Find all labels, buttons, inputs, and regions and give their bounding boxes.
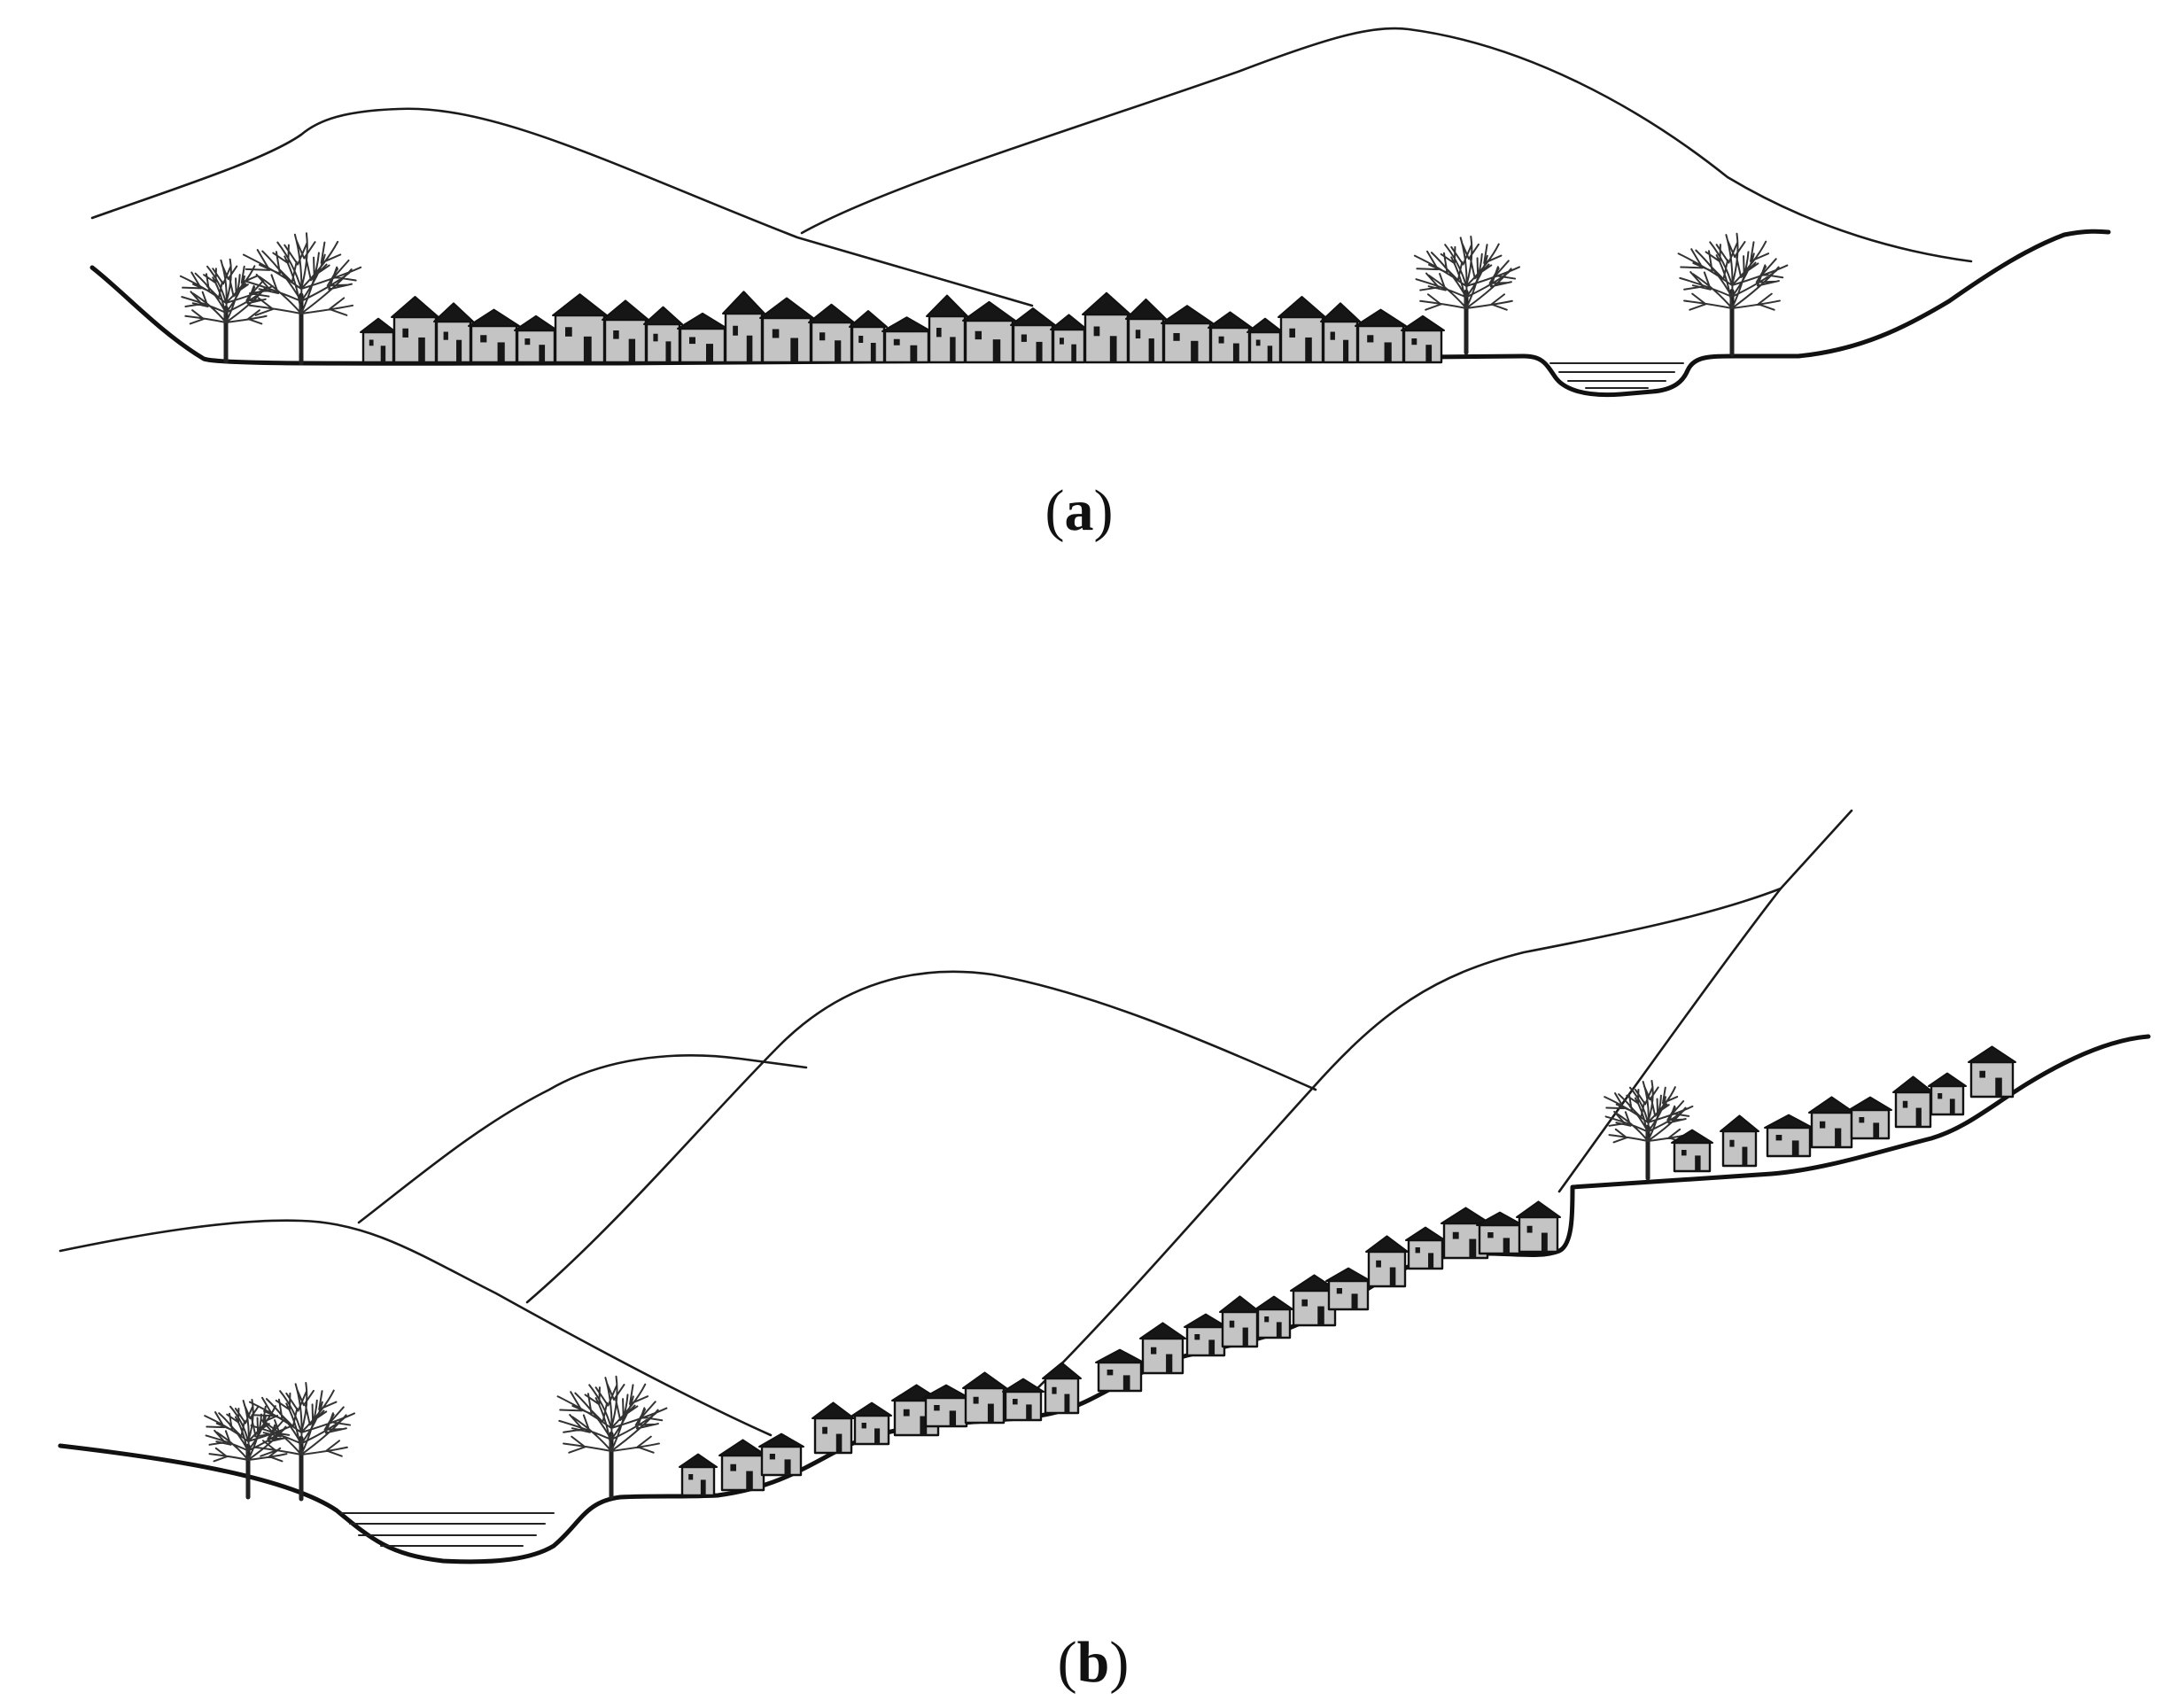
house-a-22 — [1208, 311, 1253, 364]
tree-a-3 — [1413, 236, 1520, 355]
house-b-23 — [1671, 1129, 1713, 1173]
house-b-21 — [1476, 1211, 1524, 1255]
panel-b-village — [679, 1045, 2016, 1497]
panel-b-hill-front-left — [58, 1219, 773, 1437]
tree-b-4 — [1604, 1079, 1694, 1181]
house-a-16 — [962, 300, 1016, 364]
house-a-3 — [433, 302, 474, 364]
panel-b-hill-center — [525, 970, 1317, 1304]
house-b-17 — [1325, 1267, 1371, 1311]
house-a-15 — [926, 294, 968, 364]
tree-a-4 — [1677, 232, 1789, 357]
panel-b-caption: (b) — [1058, 1630, 1130, 1695]
house-a-20 — [1125, 298, 1167, 364]
house-a-13 — [849, 310, 888, 364]
house-b-12 — [1139, 1322, 1186, 1375]
house-a-21 — [1161, 305, 1214, 364]
house-a-10 — [722, 291, 765, 364]
panel-b-hill-back-left — [357, 1054, 808, 1224]
house-a-6 — [552, 293, 608, 364]
house-b-19 — [1405, 1226, 1446, 1270]
house-b-29 — [1928, 1072, 1967, 1116]
panel-a-right-hill — [800, 27, 1973, 263]
house-b-27 — [1848, 1096, 1892, 1140]
house-a-2 — [391, 296, 439, 364]
house-a-12 — [808, 303, 855, 364]
house-b-10 — [1042, 1362, 1082, 1415]
house-b-28 — [1892, 1075, 1934, 1129]
tree-a-1 — [179, 258, 274, 364]
house-a-5 — [514, 314, 558, 364]
panel-a-ground — [89, 229, 2111, 398]
house-b-11 — [1095, 1348, 1145, 1393]
house-b-8 — [962, 1371, 1007, 1425]
panel-b-slope-line — [1557, 887, 1782, 1193]
house-a-14 — [881, 316, 932, 364]
panel-b-river — [340, 1512, 555, 1547]
panel-a-left-hill — [90, 107, 1034, 307]
house-b-26 — [1808, 1096, 1855, 1149]
house-a-24 — [1278, 296, 1326, 364]
house-b-24 — [1720, 1114, 1759, 1168]
house-a-7 — [602, 299, 649, 364]
house-b-22 — [1516, 1200, 1561, 1254]
panel-a: (a) — [89, 27, 2111, 543]
house-a-1 — [360, 317, 397, 364]
panel-a-village — [360, 291, 1445, 364]
panel-b: (b) — [58, 809, 2151, 1695]
panel-b-trees — [204, 1079, 1694, 1502]
house-a-27 — [1401, 314, 1445, 364]
panel-a-trees — [179, 232, 1789, 366]
house-b-4 — [812, 1401, 855, 1455]
tree-b-1 — [204, 1398, 294, 1500]
panel-a-caption: (a) — [1045, 478, 1114, 543]
house-a-19 — [1082, 291, 1131, 364]
house-a-8 — [643, 306, 683, 364]
house-a-18 — [1050, 314, 1088, 364]
house-b-7 — [922, 1384, 970, 1428]
house-a-23 — [1246, 317, 1284, 364]
house-b-14 — [1219, 1295, 1261, 1348]
house-b-18 — [1365, 1235, 1409, 1288]
house-a-11 — [759, 297, 814, 364]
panel-a-river — [1549, 362, 1684, 389]
house-b-2 — [718, 1439, 767, 1492]
house-b-1 — [679, 1453, 718, 1497]
house-a-25 — [1320, 302, 1361, 364]
panel-b-hill-right — [1026, 809, 1853, 1400]
house-a-4 — [468, 308, 520, 364]
house-b-15 — [1254, 1295, 1293, 1339]
tree-a-2 — [242, 232, 362, 366]
house-b-25 — [1764, 1114, 1813, 1158]
tree-b-2 — [248, 1382, 355, 1502]
house-a-17 — [1010, 307, 1056, 364]
house-b-9 — [1002, 1378, 1045, 1422]
tree-b-3 — [556, 1375, 668, 1500]
house-b-13 — [1184, 1313, 1228, 1357]
house-b-30 — [1968, 1045, 2016, 1099]
house-b-5 — [851, 1401, 892, 1446]
house-b-3 — [758, 1432, 804, 1477]
house-a-9 — [677, 312, 728, 364]
house-a-26 — [1355, 308, 1407, 364]
